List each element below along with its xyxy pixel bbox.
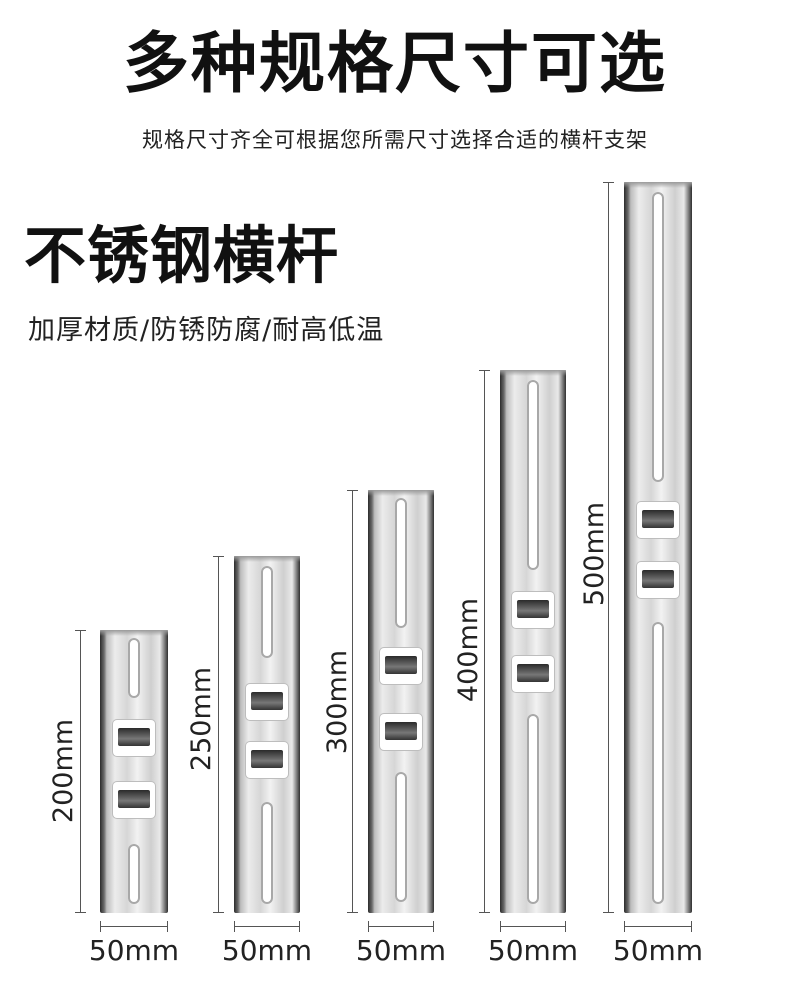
hook-lower — [113, 782, 155, 818]
length-dimension-line — [479, 370, 490, 913]
slot-top — [652, 192, 664, 482]
width-label: 50mm — [221, 934, 313, 967]
slot-bottom — [652, 622, 664, 904]
length-dimension-line — [213, 556, 224, 913]
hook-lower — [637, 562, 679, 598]
crossbar-500mm — [624, 182, 692, 913]
hook-upper — [380, 648, 422, 684]
length-label: 500mm — [579, 501, 610, 607]
length-label: 400mm — [453, 597, 484, 703]
width-label: 50mm — [88, 934, 180, 967]
length-label: 300mm — [322, 649, 353, 755]
width-label: 50mm — [355, 934, 447, 967]
hook-lower — [246, 742, 288, 778]
slot-top — [261, 566, 273, 658]
crossbar-200mm — [100, 630, 168, 913]
product-features: 加厚材质/防锈防腐/耐高低温 — [28, 315, 385, 346]
slot-bottom — [128, 844, 140, 904]
page-title: 多种规格尺寸可选 — [123, 25, 667, 102]
crossbar-400mm — [500, 370, 566, 913]
hook-lower — [380, 714, 422, 750]
length-label: 200mm — [48, 718, 79, 824]
width-dimension-line — [500, 921, 566, 932]
product-heading: 不锈钢横杆 — [24, 219, 340, 292]
hook-upper — [246, 684, 288, 720]
slot-top — [128, 638, 140, 698]
width-dimension-line — [368, 921, 434, 932]
hook-lower — [512, 656, 554, 692]
width-dimension-line — [234, 921, 300, 932]
slot-top — [527, 380, 539, 570]
crossbar-300mm — [368, 490, 434, 913]
length-dimension-line — [603, 182, 614, 913]
length-dimension-line — [347, 490, 358, 913]
length-label: 250mm — [186, 666, 217, 772]
width-label: 50mm — [612, 934, 704, 967]
hook-upper — [113, 720, 155, 756]
slot-top — [395, 498, 407, 628]
width-dimension-line — [624, 921, 692, 932]
page-subtitle: 规格尺寸齐全可根据您所需尺寸选择合适的横杆支架 — [142, 128, 648, 152]
width-label: 50mm — [487, 934, 579, 967]
slot-bottom — [261, 802, 273, 904]
crossbar-250mm — [234, 556, 300, 913]
slot-bottom — [527, 714, 539, 904]
length-dimension-line — [75, 630, 86, 913]
hook-upper — [637, 502, 679, 538]
slot-bottom — [395, 772, 407, 902]
hook-upper — [512, 592, 554, 628]
width-dimension-line — [100, 921, 168, 932]
